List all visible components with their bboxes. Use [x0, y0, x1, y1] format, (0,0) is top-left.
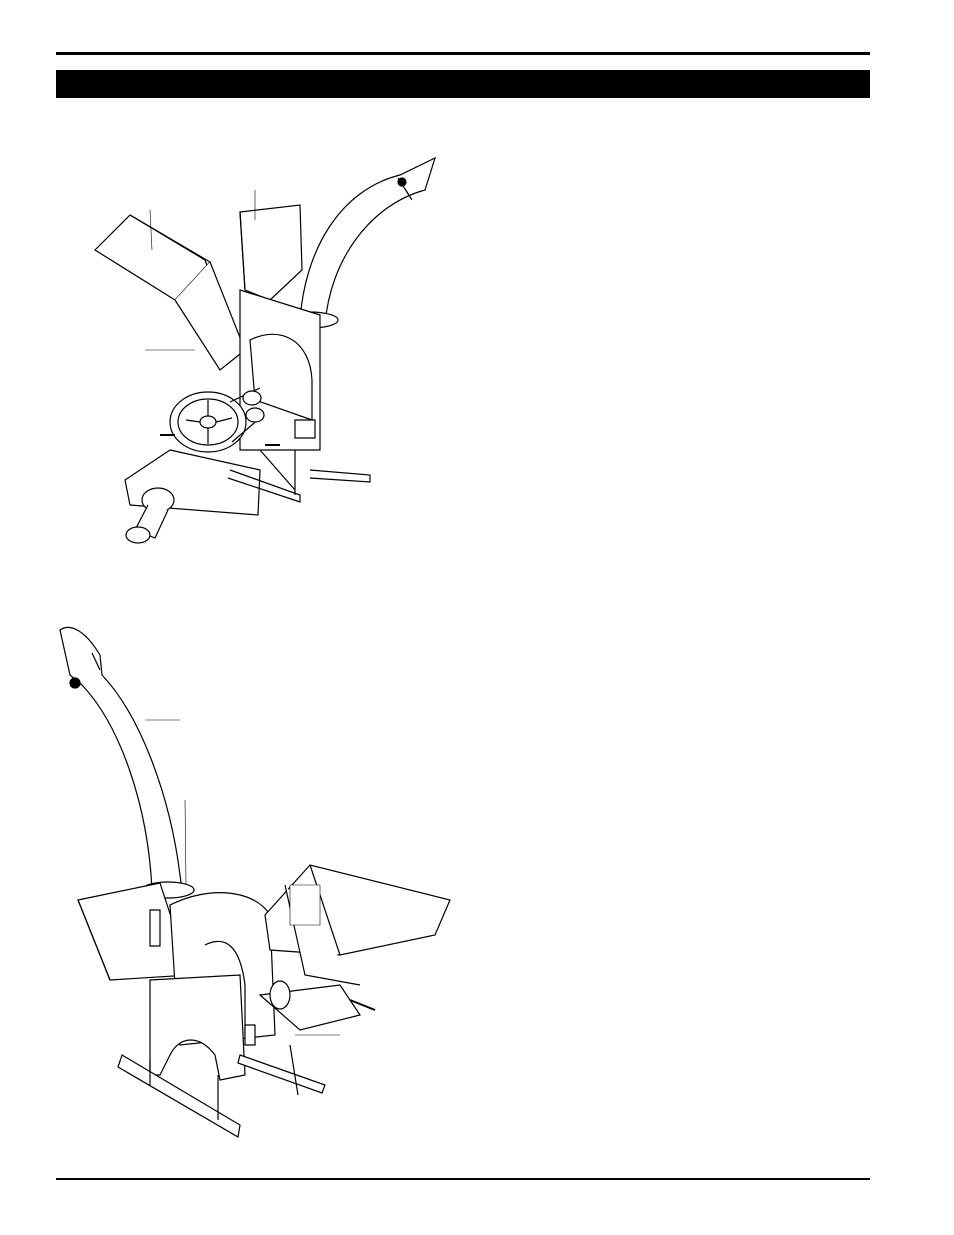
wood-chipper-rear-view-icon: [80, 150, 450, 560]
wood-chipper-front-view-icon: [40, 615, 470, 1145]
section-title-bar: [56, 70, 870, 98]
footer-rule: [56, 1178, 870, 1180]
header-rule: [56, 52, 870, 55]
chipper-front-view-figure: [40, 615, 470, 1145]
chipper-rear-view-figure: [80, 150, 450, 560]
